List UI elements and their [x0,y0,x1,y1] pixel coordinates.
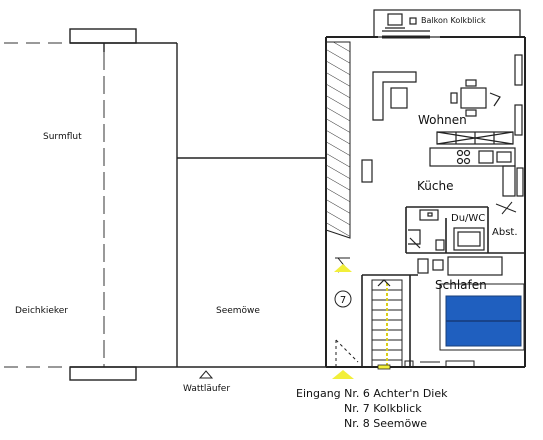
kitchen [361,131,524,197]
highlight-entrance [332,370,354,379]
wattlaeufer-marker [198,370,214,379]
label-kueche: Küche [417,179,453,193]
label-abst: Abst. [492,227,518,238]
label-seemoewe: Seemöwe [216,306,260,316]
entrance-number: 7 [340,295,346,306]
entrance-caption: Eingang Nr. 6 Achter'n Diek Nr. 7 Kolkbl… [296,386,536,431]
highlight-door [377,364,391,370]
bed-frame [439,283,525,351]
dashed-guides [4,42,105,368]
hatched-wall [325,41,351,239]
label-schlafen: Schlafen [435,278,487,292]
entrance-number-circle [334,290,352,308]
label-surmflut: Surmflut [43,132,82,142]
left-building [69,28,326,381]
label-wattlaeufer: Wattläufer [183,384,230,394]
living-furniture [372,54,523,136]
highlight-stair-top [334,264,352,272]
staircase [371,279,403,368]
label-deichkieker: Deichkieker [15,306,68,316]
entrance-line-3: Nr. 8 Seemöwe [344,417,427,430]
bath-fixtures [408,209,485,251]
entrance-line-2: Nr. 7 Kolkblick [344,402,422,415]
balcony [373,9,521,39]
entrance-line-1: Eingang Nr. 6 Achter'n Diek [296,387,448,400]
label-duwc: Du/WC [451,213,485,224]
bedroom-furniture [417,256,503,276]
partitions [361,201,525,367]
label-balkon: Balkon Kolkblick [421,16,486,25]
label-wohnen: Wohnen [418,113,467,127]
